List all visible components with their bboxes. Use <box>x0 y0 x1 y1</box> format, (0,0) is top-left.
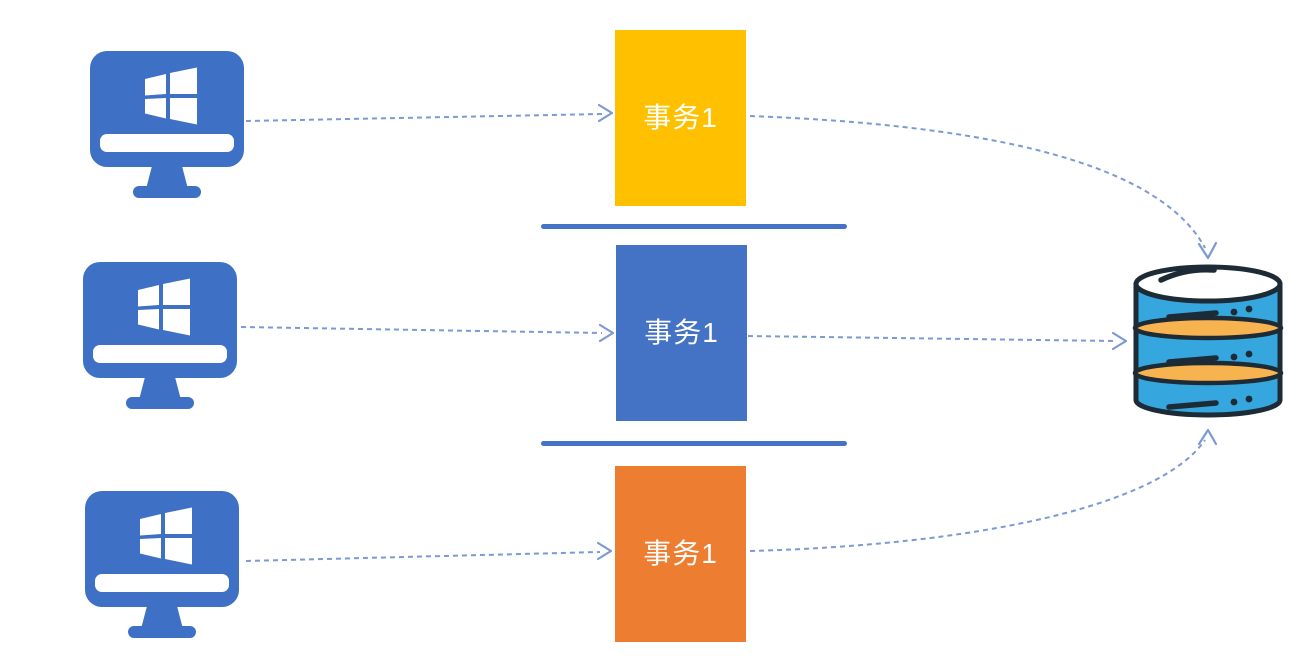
arrow-tx2-to-database <box>747 331 1128 351</box>
arrow-tx1-to-database <box>749 115 1218 260</box>
transaction-box-2: 事务1 <box>616 245 747 421</box>
windows-logo-icon <box>138 278 190 336</box>
arrow-client3-to-tx3 <box>245 541 613 562</box>
separator-line-2 <box>541 441 847 446</box>
windows-logo-icon <box>140 507 192 565</box>
client-computer-2 <box>83 262 237 409</box>
separator-line-1 <box>541 224 847 229</box>
database-icon <box>1132 264 1284 418</box>
transaction-box-3: 事务1 <box>615 466 746 642</box>
db-band-1 <box>1132 315 1284 341</box>
transaction-label: 事务1 <box>644 317 719 348</box>
client-computer-1 <box>90 51 244 198</box>
arrow-client2-to-tx2 <box>240 323 615 343</box>
transaction-label: 事务1 <box>643 538 718 569</box>
windows-monitor-icon <box>85 491 239 638</box>
transaction-box-1: 事务1 <box>615 30 746 206</box>
database-cylinder-icon <box>1132 264 1284 418</box>
windows-monitor-icon <box>83 262 237 409</box>
windows-monitor-icon <box>90 51 244 198</box>
client-computer-3 <box>85 491 239 638</box>
db-band-2 <box>1132 360 1284 386</box>
arrow-client1-to-tx1 <box>245 103 614 123</box>
windows-logo-icon <box>145 67 197 125</box>
transaction-label: 事务1 <box>643 102 718 133</box>
arrow-tx3-to-database <box>749 428 1218 552</box>
